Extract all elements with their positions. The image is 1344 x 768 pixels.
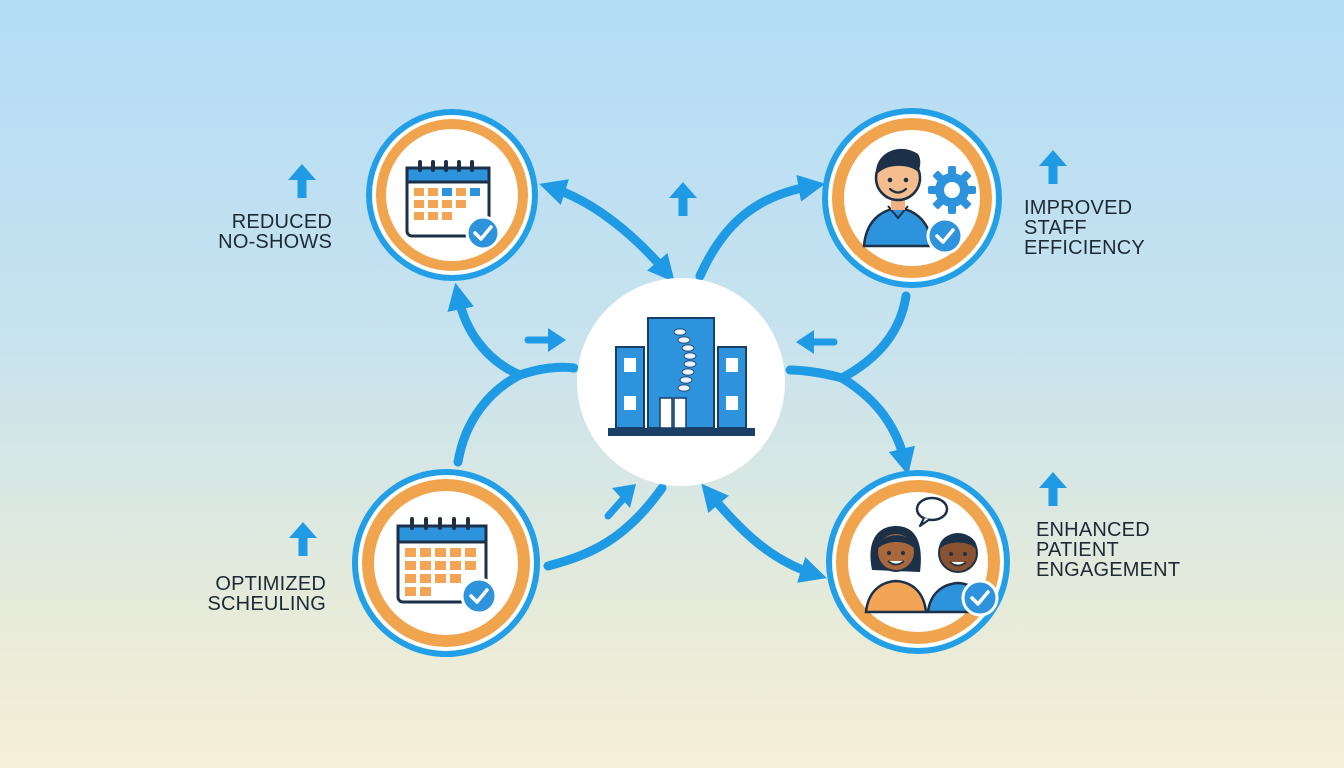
up-arrow-icon <box>289 522 317 556</box>
label-optimized-scheduling: OPTIMIZED SCHEULING <box>180 574 326 614</box>
check-badge-icon <box>961 579 999 617</box>
center-hub <box>577 278 785 486</box>
arc-right-to-engagement <box>837 373 915 476</box>
flow-connectors <box>447 175 915 583</box>
patients-chat-icon <box>864 496 999 617</box>
inward-arrow-left <box>524 328 566 352</box>
arc-center-to-reduced-no-shows <box>539 179 675 283</box>
up-arrow-icon <box>1039 472 1067 506</box>
arc-left-to-optimized <box>453 370 525 467</box>
spine-icon <box>673 328 697 392</box>
inward-arrow-right <box>796 330 838 354</box>
speech-bubble-icon <box>915 496 949 528</box>
label-line: ENHANCED <box>1036 519 1150 541</box>
check-badge-icon <box>465 215 501 251</box>
patient-woman-icon <box>864 526 928 614</box>
label-line: STAFF <box>1024 217 1087 239</box>
node-optimized-scheduling <box>352 469 540 657</box>
arc-optimized-to-center <box>543 483 667 571</box>
arc-center-to-engagement <box>701 483 827 583</box>
label-line: IMPROVED <box>1024 197 1133 219</box>
node-enhanced-patient-engagement <box>826 470 1010 654</box>
up-arrow-icon <box>669 182 697 216</box>
label-improved-staff-efficiency: IMPROVED STAFF EFFICIENCY <box>1024 198 1174 258</box>
label-line: NO-SHOWS <box>218 231 332 253</box>
calendar-check-icon <box>396 517 498 615</box>
node-improved-staff-efficiency <box>822 108 1002 288</box>
calendar-check-icon <box>405 160 501 251</box>
up-arrow-icon <box>1039 150 1067 184</box>
label-enhanced-patient-engagement: ENHANCED PATIENT ENGAGEMENT <box>1036 520 1206 580</box>
check-badge-icon <box>926 217 964 255</box>
label-line: EFFICIENCY <box>1024 237 1145 259</box>
label-line: ENGAGEMENT <box>1036 559 1181 581</box>
up-arrow-icons <box>288 150 1067 556</box>
up-arrow-icon <box>288 164 316 198</box>
label-line: REDUCED <box>231 211 332 233</box>
arc-staff-to-center <box>695 175 826 281</box>
node-reduced-no-shows <box>366 109 538 281</box>
label-line: OPTIMIZED <box>215 573 326 595</box>
staff-gear-icon <box>862 148 976 255</box>
label-reduced-no-shows: REDUCED NO-SHOWS <box>190 212 332 252</box>
label-line: SCHEULING <box>207 593 326 615</box>
inward-arrows <box>524 328 838 520</box>
check-badge-icon <box>460 577 498 615</box>
gear-icon <box>928 166 976 214</box>
label-line: PATIENT <box>1036 539 1119 561</box>
arc-staff-loop-right <box>785 291 911 383</box>
inward-arrow-bottom-left <box>604 484 636 520</box>
clinic-building-icon <box>608 317 755 436</box>
